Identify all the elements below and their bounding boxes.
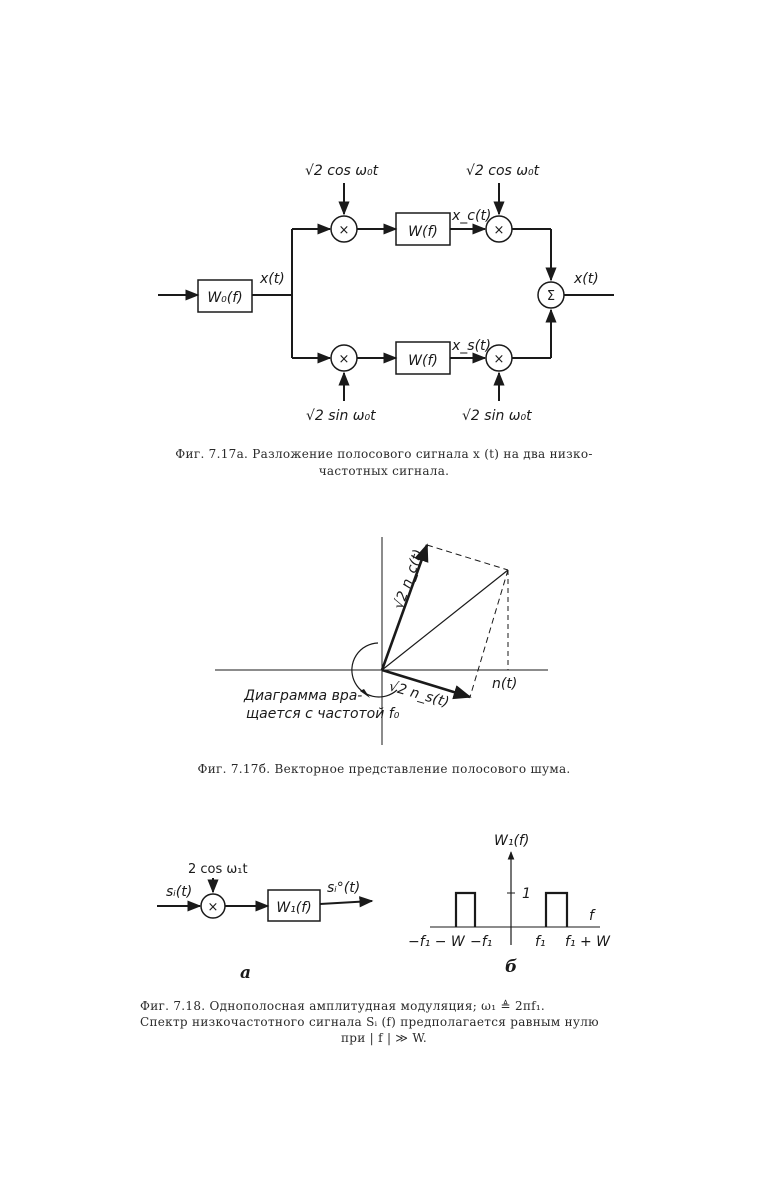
dash-right [469, 569, 509, 698]
rotation-note-line2: щается с частотой f₀ [246, 706, 400, 722]
vector-n [381, 569, 509, 671]
subfig-b-label: б [505, 957, 517, 977]
caption-717a-line2: частотных сигнала. [319, 464, 450, 478]
ssb-labels: 2 cos ω₁t × W₁(f) sᵢ(t) sᵢ°(t) а б W₁(f)… [140, 833, 611, 1045]
caption-718-line3: при | f | ≫ W. [341, 1031, 427, 1045]
vec-nc-label: √2 n_c(t) [391, 547, 427, 611]
block-diagram [158, 183, 614, 401]
tick-neg-fw-label: −f₁ − W [408, 934, 466, 950]
vector-ns [381, 668, 472, 700]
spectrum-pulse-positive [544, 891, 569, 927]
ssb-filter-block [267, 889, 321, 922]
xc-label: x_c(t) [451, 208, 491, 224]
ref-top-left-label: √2 cos ω₀t [305, 163, 379, 179]
ssb-output-label: sᵢ°(t) [327, 880, 360, 896]
caption-718-line2: Спектр низкочастотного сигнала Sᵢ (f) пр… [140, 1015, 599, 1029]
caption-717a-line1: Фиг. 7.17а. Разложение полосового сигнал… [175, 447, 592, 461]
ssb-output-arrow [319, 896, 374, 908]
ref-bot-right-label: √2 sin ω₀t [462, 408, 532, 424]
vector-diagram [215, 537, 548, 745]
ref-bot-left-label: √2 sin ω₀t [306, 408, 376, 424]
spectrum-y-label: W₁(f) [494, 833, 529, 849]
tick-fw-label: f₁ + W [565, 934, 611, 950]
mult-sign-1: × [339, 223, 350, 238]
caption-718-line1: Фиг. 7.18. Однополосная амплитудная моду… [140, 999, 545, 1013]
mult-sign-2: × [494, 223, 505, 238]
ssb-ref-label: 2 cos ω₁t [188, 862, 248, 877]
ssb-modulator-diagram [157, 878, 374, 922]
mult-sign-4: × [494, 352, 505, 367]
spectrum-pulse-negative [454, 891, 477, 927]
ref-top-right-label: √2 cos ω₀t [466, 163, 540, 179]
dash-top [426, 544, 509, 571]
ssb-spectrum-plot [430, 851, 600, 945]
xs-label: x_s(t) [451, 338, 491, 354]
x-in-label: x(t) [259, 271, 285, 287]
sum-sign: Σ [547, 289, 555, 304]
filter-top-label: W(f) [408, 224, 438, 240]
tick-unity-label: 1 [522, 886, 531, 902]
ssb-input-label: sᵢ(t) [166, 884, 192, 900]
rotation-arrowhead [360, 689, 370, 698]
ssb-mult-sign: × [208, 900, 219, 915]
tick-f-label: f₁ [535, 934, 546, 950]
input-filter-label: W₀(f) [207, 290, 242, 306]
spectrum-x-label: f [589, 908, 596, 924]
vec-n-label: n(t) [492, 676, 517, 692]
ssb-filter-label: W₁(f) [276, 900, 311, 916]
mult-sign-3: × [339, 352, 350, 367]
rotation-note-line1: Диаграмма вра- [243, 688, 362, 704]
filter-bot-label: W(f) [408, 353, 438, 369]
rotation-arc [351, 642, 398, 698]
x-out-label: x(t) [573, 271, 599, 287]
tick-neg-f-label: −f₁ [470, 934, 492, 950]
subfig-a-label: а [240, 963, 251, 983]
block-diagram-labels: √2 cos ω₀t √2 cos ω₀t √2 sin ω₀t √2 sin … [175, 163, 598, 478]
vector-nc [380, 543, 429, 671]
caption-717b: Фиг. 7.17б. Векторное представление поло… [197, 762, 570, 776]
